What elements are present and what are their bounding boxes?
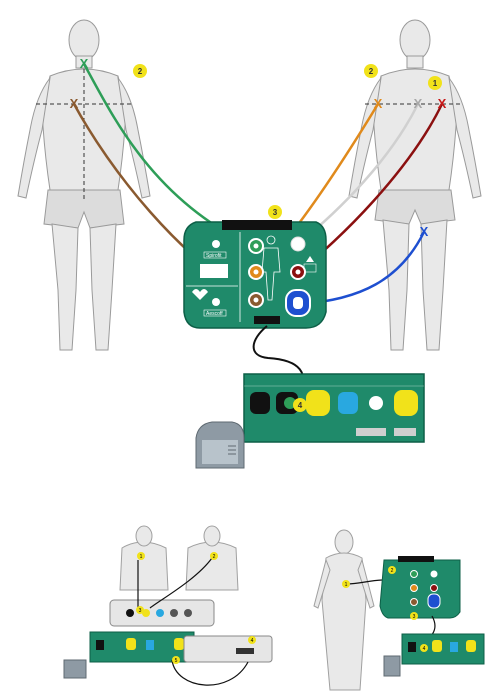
marker-2-front: 2 [369, 67, 374, 76]
marker-1: 1 [433, 79, 438, 88]
marker-2-back: 2 [138, 67, 143, 76]
thumb-a-marker-4: 4 [251, 638, 254, 644]
electrode-mark-orange: X [374, 96, 383, 111]
amplifier-panel [243, 373, 425, 443]
thumb-b-marker-1: 1 [345, 582, 348, 588]
electrode-mark-gray: X [414, 96, 423, 111]
thumb-b-marker-4: 4 [423, 646, 426, 652]
thumb-b-marker-3: 3 [413, 614, 416, 620]
thumb-a-marker-5: 5 [175, 658, 178, 664]
junction-box: Spirofit Aescoff [183, 220, 327, 329]
electrode-marks: X X X X X X [70, 56, 447, 239]
thumb-a-marker-3: 3 [139, 608, 142, 614]
thumb-a-marker-2: 2 [213, 554, 216, 560]
thumb-b-marker-2: 2 [391, 568, 394, 574]
electrode-mark-red: X [438, 96, 447, 111]
callout-markers: 2 2 1 3 4 1 2 3 4 5 1 2 3 4 [133, 64, 442, 664]
marker-3: 3 [273, 208, 278, 217]
thumbnail-left [63, 525, 273, 686]
connector-white [290, 236, 306, 252]
recording-device [195, 421, 245, 469]
electrode-mark-blue: X [420, 224, 429, 239]
junction-label-1: Spirofit [206, 253, 222, 259]
junction-label-2: Aescoff [206, 311, 223, 317]
electrode-mark-brown: X [70, 96, 79, 111]
electrode-mark-green: X [80, 56, 89, 71]
marker-4: 4 [298, 401, 303, 410]
thumb-a-marker-1: 1 [140, 554, 143, 560]
mannequin-front [348, 19, 482, 351]
thumbnail-right [313, 529, 485, 691]
mannequin-back [17, 19, 151, 351]
